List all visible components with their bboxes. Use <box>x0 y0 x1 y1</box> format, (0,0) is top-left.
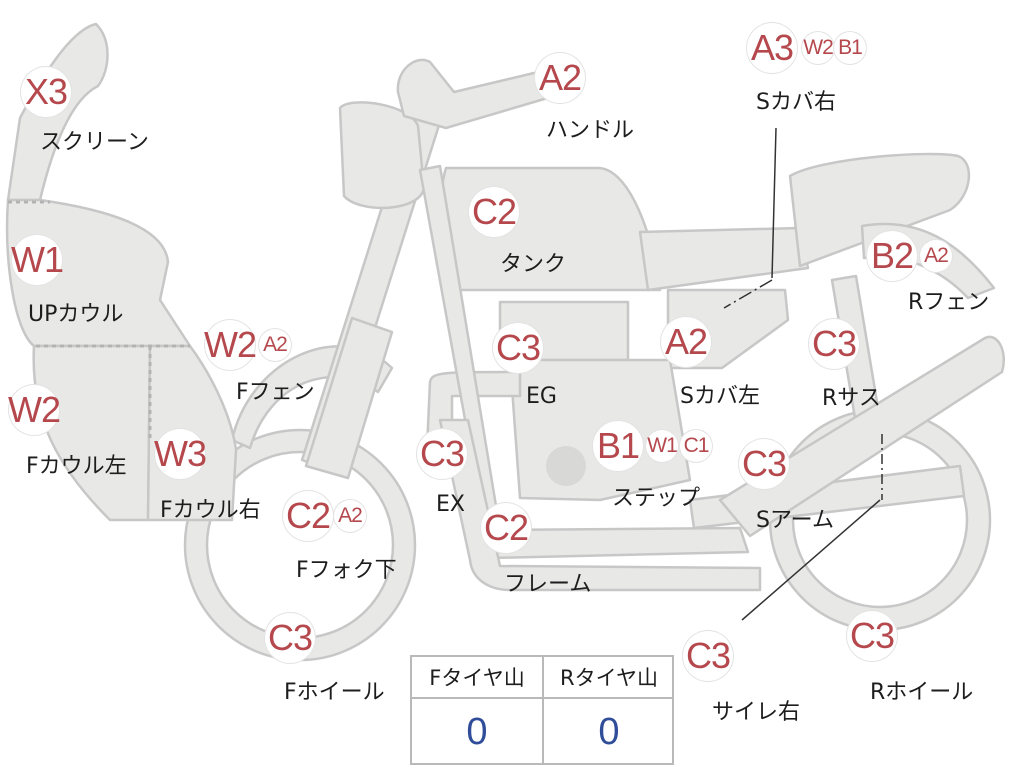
part-label-screen: スクリーン <box>40 130 149 155</box>
part-label-f-wheel: Fホイール <box>284 680 385 705</box>
grade-badge: C2 <box>469 187 519 237</box>
leader-line <box>771 127 777 279</box>
grade-badge: A2 <box>661 317 711 367</box>
rear-tire-value: 0 <box>598 710 620 753</box>
handlebar-shape <box>396 58 570 130</box>
grade-badge: C3 <box>809 319 859 369</box>
grade-group-step: B1 W1 C1 <box>593 421 712 471</box>
grade-group-r-sus: C3 <box>809 319 859 369</box>
grade-group-muffler-r: C3 <box>683 631 733 681</box>
grade-group-frame: C2 <box>481 503 531 553</box>
grade-group-f-fender: W2 A2 <box>204 320 291 370</box>
grade-badge: A3 <box>747 23 797 73</box>
grade-badge: C3 <box>739 439 789 489</box>
grade-badge: W2 <box>204 320 257 370</box>
grade-group-up-cowl: W1 <box>11 235 64 285</box>
tire-tread-table: Fタイヤ山 0 Rタイヤ山 0 <box>410 655 674 765</box>
part-label-muffler-r: サイレ右 <box>712 700 801 725</box>
engine-case-shape <box>546 446 586 486</box>
grade-badge: B1 <box>593 421 643 471</box>
rear-tire-column: Rタイヤ山 0 <box>544 657 674 763</box>
grade-badge: A2 <box>334 500 366 532</box>
part-label-f-fender: Fフェン <box>236 380 315 405</box>
grade-badge: W3 <box>154 429 207 479</box>
grade-group-engine: C3 <box>493 323 543 373</box>
grade-badge: W2 <box>8 385 61 435</box>
grade-group-f-wheel: C3 <box>265 613 315 663</box>
part-label-tank: タンク <box>500 252 567 277</box>
front-wheel-shape <box>183 428 417 662</box>
part-label-r-wheel: Rホイール <box>870 680 974 705</box>
grade-group-exhaust: C3 <box>417 429 467 479</box>
grade-group-s-cover-r: A3 W2 B1 <box>747 23 866 73</box>
part-label-exhaust: EX <box>436 492 465 517</box>
grade-badge: C2 <box>283 491 333 541</box>
part-label-s-cover-r: Sカバ右 <box>756 90 836 115</box>
tail-shape <box>788 152 971 268</box>
grade-badge: A2 <box>920 240 952 272</box>
front-tire-header: Fタイヤ山 <box>412 657 542 699</box>
part-label-r-fender: Rフェン <box>908 290 990 315</box>
grade-group-r-fender: B2 A2 <box>867 231 952 281</box>
grade-badge: W1 <box>11 235 64 285</box>
part-label-r-sus: Rサス <box>822 386 881 411</box>
part-label-f-fork: Fフォク下 <box>296 558 397 583</box>
grade-group-s-cover-l: A2 <box>661 317 711 367</box>
grade-badge: C2 <box>481 503 531 553</box>
grade-group-tank: C2 <box>469 187 519 237</box>
upper-cowl-shape <box>5 198 192 348</box>
grade-group-f-cowl-r: W3 <box>154 429 207 479</box>
part-label-frame: フレーム <box>504 572 592 597</box>
part-label-s-arm: Sアーム <box>756 508 834 533</box>
grade-group-screen: X3 <box>21 67 71 117</box>
grade-group-f-cowl-l: W2 <box>8 385 61 435</box>
rear-tire-header: Rタイヤ山 <box>544 657 674 699</box>
grade-badge: A2 <box>259 329 291 361</box>
grade-badge: W1 <box>646 430 678 462</box>
part-label-engine: EG <box>526 384 557 409</box>
front-tire-column: Fタイヤ山 0 <box>412 657 542 763</box>
grade-badge: A2 <box>535 53 585 103</box>
fork-lower-shape <box>304 316 394 480</box>
grade-badge: B2 <box>867 231 917 281</box>
grade-group-f-fork: C2 A2 <box>283 491 366 541</box>
grade-badge: C3 <box>417 429 467 479</box>
seat-front-shape <box>638 226 810 292</box>
table-divider <box>542 657 544 763</box>
part-label-f-cowl-l: Fカウル左 <box>26 454 127 479</box>
grade-badge: W2 <box>802 32 834 64</box>
grade-group-r-wheel: C3 <box>847 611 897 661</box>
grade-badge: C3 <box>847 611 897 661</box>
grade-badge: X3 <box>21 67 71 117</box>
grade-group-s-arm: C3 <box>739 439 789 489</box>
grade-badge: B1 <box>834 32 866 64</box>
grade-badge: C3 <box>683 631 733 681</box>
frame-lower-shape <box>438 418 762 592</box>
part-label-s-cover-l: Sカバ左 <box>680 384 760 409</box>
part-label-handle: ハンドル <box>546 118 635 143</box>
grade-badge: C3 <box>265 613 315 663</box>
leader-line <box>741 499 881 621</box>
part-label-step: ステップ <box>612 486 701 511</box>
part-label-f-cowl-r: Fカウル右 <box>160 498 261 523</box>
f-cowl-left-shape <box>32 344 152 522</box>
part-label-up-cowl: UPカウル <box>28 302 124 327</box>
front-tire-value: 0 <box>466 710 488 753</box>
grade-badge: C3 <box>493 323 543 373</box>
grade-badge: C1 <box>680 430 712 462</box>
muffler-shape <box>718 335 1005 538</box>
leader-line <box>723 279 773 309</box>
grade-group-handle: A2 <box>535 53 585 103</box>
